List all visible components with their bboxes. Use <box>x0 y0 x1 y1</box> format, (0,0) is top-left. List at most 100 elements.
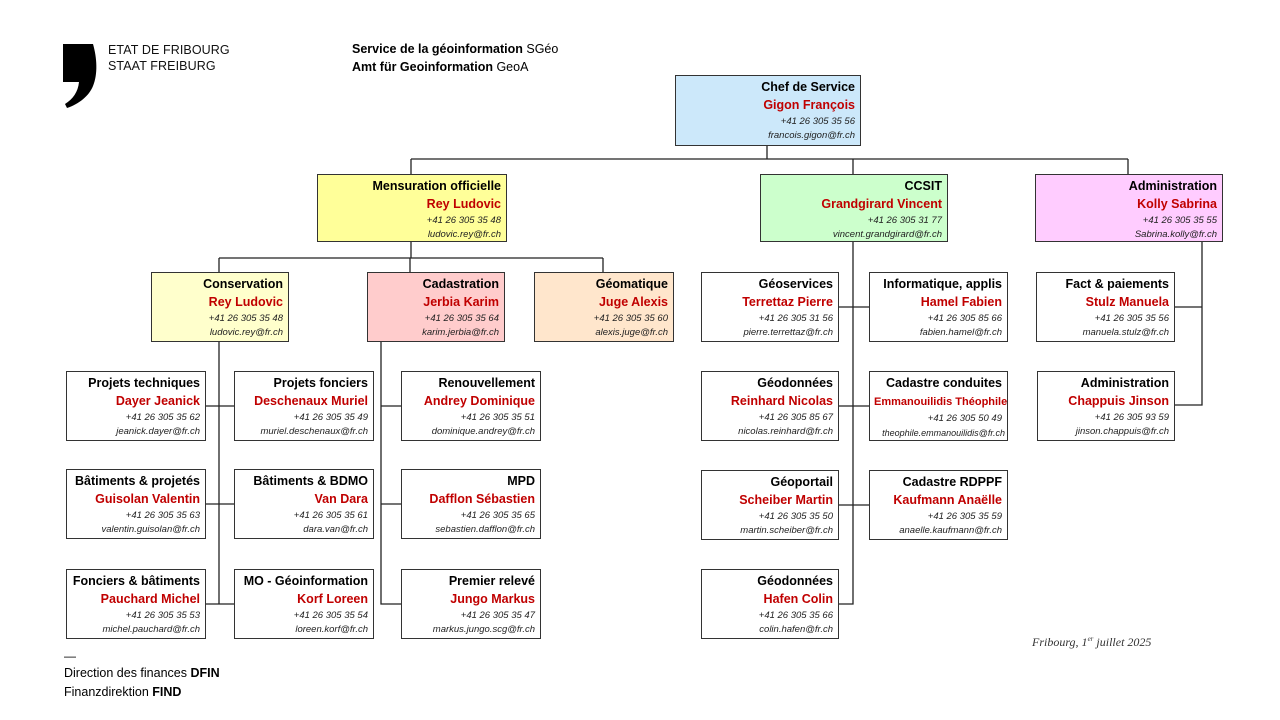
email[interactable]: vincent.grandgirard@fr.ch <box>832 229 942 240</box>
phone: +41 26 305 31 56 <box>758 313 833 324</box>
email[interactable]: francois.gigon@fr.ch <box>768 130 855 141</box>
org-box-geoservices: Géoservices Terrettaz Pierre +41 26 305 … <box>701 272 839 342</box>
person-name: Jerbia Karim <box>423 295 499 309</box>
email[interactable]: fabien.hamel@fr.ch <box>919 327 1002 338</box>
person-name: Reinhard Nicolas <box>730 394 833 408</box>
phone: +41 26 305 35 48 <box>208 313 283 324</box>
person-name: Gigon François <box>763 98 855 112</box>
unit-title: Fact & paiements <box>1065 277 1169 291</box>
email[interactable]: pierre.terrettaz@fr.ch <box>743 327 833 338</box>
phone: +41 26 305 35 48 <box>426 215 501 226</box>
org-box-geoportail: Géoportail Scheiber Martin +41 26 305 35… <box>701 470 839 540</box>
phone: +41 26 305 35 65 <box>460 510 535 521</box>
email[interactable]: dominique.andrey@fr.ch <box>431 426 535 437</box>
person-name: Deschenaux Muriel <box>254 394 368 408</box>
person-name: Van Dara <box>314 492 368 506</box>
email[interactable]: karim.jerbia@fr.ch <box>422 327 499 338</box>
org-box-cadastre-rdppf: Cadastre RDPPF Kaufmann Anaëlle +41 26 3… <box>869 470 1008 540</box>
email[interactable]: ludovic.rey@fr.ch <box>209 327 283 338</box>
email[interactable]: manuela.stulz@fr.ch <box>1082 327 1169 338</box>
org-box-geomatique: Géomatique Juge Alexis +41 26 305 35 60 … <box>534 272 674 342</box>
person-name: Andrey Dominique <box>423 394 535 408</box>
org-box-geodonnees-reinhard: Géodonnées Reinhard Nicolas +41 26 305 8… <box>701 371 839 441</box>
person-name: Stulz Manuela <box>1085 295 1169 309</box>
email[interactable]: alexis.juge@fr.ch <box>595 327 668 338</box>
phone: +41 26 305 35 64 <box>424 313 499 324</box>
person-name: Hamel Fabien <box>920 295 1002 309</box>
unit-title: Projets fonciers <box>273 376 368 390</box>
email[interactable]: jinson.chappuis@fr.ch <box>1075 426 1169 437</box>
unit-title: Cadastration <box>422 277 499 291</box>
person-name: Hafen Colin <box>763 592 833 606</box>
person-name: Emmanouilidis Théophile <box>874 396 1008 408</box>
unit-title: Cadastre RDPPF <box>902 475 1002 489</box>
person-name: Korf Loreen <box>297 592 368 606</box>
org-box-administration: Administration Kolly Sabrina +41 26 305 … <box>1035 174 1223 242</box>
phone: +41 26 305 35 60 <box>593 313 668 324</box>
org-box-batiments-bdmo: Bâtiments & BDMO Van Dara +41 26 305 35 … <box>234 469 374 539</box>
footer-direction: Direction des finances DFIN Finanzdirekt… <box>64 664 220 702</box>
footer-line-de: Finanzdirektion FIND <box>64 685 182 699</box>
phone: +41 26 305 35 66 <box>758 610 833 621</box>
phone: +41 26 305 50 49 <box>927 413 1002 424</box>
org-box-chef: Chef de Service Gigon François +41 26 30… <box>675 75 861 146</box>
email[interactable]: muriel.deschenaux@fr.ch <box>260 426 368 437</box>
org-box-cadastration: Cadastration Jerbia Karim +41 26 305 35 … <box>367 272 505 342</box>
email[interactable]: sebastien.dafflon@fr.ch <box>435 524 535 535</box>
logo-line-de: STAAT FREIBURG <box>108 59 216 73</box>
unit-title: MO - Géoinformation <box>243 574 368 588</box>
footer-divider: — <box>64 649 76 663</box>
service-title-fr: Service de la géoinformation SGéo <box>352 42 559 56</box>
email[interactable]: valentin.guisolan@fr.ch <box>101 524 200 535</box>
email[interactable]: martin.scheiber@fr.ch <box>740 525 833 536</box>
unit-title: Géodonnées <box>757 574 833 588</box>
unit-title: Renouvellement <box>438 376 535 390</box>
person-name: Dafflon Sébastien <box>429 492 535 506</box>
comma-logo-icon <box>63 44 97 108</box>
person-name: Grandgirard Vincent <box>821 197 942 211</box>
email[interactable]: jeanick.dayer@fr.ch <box>116 426 200 437</box>
email[interactable]: loreen.korf@fr.ch <box>295 624 368 635</box>
person-name: Guisolan Valentin <box>95 492 200 506</box>
phone: +41 26 305 35 63 <box>125 510 200 521</box>
email[interactable]: nicolas.reinhard@fr.ch <box>738 426 833 437</box>
email[interactable]: Sabrina.kolly@fr.ch <box>1134 229 1217 240</box>
person-name: Juge Alexis <box>598 295 668 309</box>
org-box-fonciers-batiments: Fonciers & bâtiments Pauchard Michel +41… <box>66 569 206 639</box>
person-name: Pauchard Michel <box>100 592 200 606</box>
unit-title: Conservation <box>203 277 283 291</box>
email[interactable]: ludovic.rey@fr.ch <box>427 229 501 240</box>
date-line: Fribourg, 1er juillet 2025 <box>1032 635 1152 649</box>
phone: +41 26 305 35 61 <box>293 510 368 521</box>
unit-title: Géodonnées <box>757 376 833 390</box>
service-title-de: Amt für Geoinformation GeoA <box>352 60 529 74</box>
phone: +41 26 305 85 67 <box>758 412 833 423</box>
org-box-projets-techniques: Projets techniques Dayer Jeanick +41 26 … <box>66 371 206 441</box>
org-box-conservation: Conservation Rey Ludovic +41 26 305 35 4… <box>151 272 289 342</box>
org-box-mpd: MPD Dafflon Sébastien +41 26 305 35 65 s… <box>401 469 541 539</box>
connector-conservation <box>201 342 234 605</box>
logo-line-fr: ETAT DE FRIBOURG <box>108 43 230 57</box>
unit-title: CCSIT <box>904 179 943 193</box>
person-name: Scheiber Martin <box>739 493 833 507</box>
email[interactable]: markus.jungo.scg@fr.ch <box>432 624 535 635</box>
unit-title: Cadastre conduites <box>885 376 1002 390</box>
phone: +41 26 305 35 54 <box>293 610 368 621</box>
org-box-renouvellement: Renouvellement Andrey Dominique +41 26 3… <box>401 371 541 441</box>
phone: +41 26 305 35 59 <box>927 511 1002 522</box>
email[interactable]: colin.hafen@fr.ch <box>759 624 833 635</box>
unit-title: Administration <box>1128 179 1217 193</box>
unit-title: Géoportail <box>770 475 833 489</box>
email[interactable]: theophile.emmanouilidis@fr.ch <box>882 428 1005 438</box>
email[interactable]: dara.van@fr.ch <box>303 524 368 535</box>
email[interactable]: michel.pauchard@fr.ch <box>102 624 200 635</box>
phone: +41 26 305 35 62 <box>125 412 200 423</box>
unit-title: Géomatique <box>595 277 668 291</box>
person-name: Chappuis Jinson <box>1068 394 1169 408</box>
service-title: Service de la géoinformation SGéo Amt fü… <box>352 40 558 76</box>
email[interactable]: anaelle.kaufmann@fr.ch <box>899 525 1002 536</box>
phone: +41 26 305 35 56 <box>1094 313 1169 324</box>
unit-title: Projets techniques <box>88 376 200 390</box>
person-name: Kaufmann Anaëlle <box>893 493 1002 507</box>
org-box-mo-geoinformation: MO - Géoinformation Korf Loreen +41 26 3… <box>234 569 374 639</box>
